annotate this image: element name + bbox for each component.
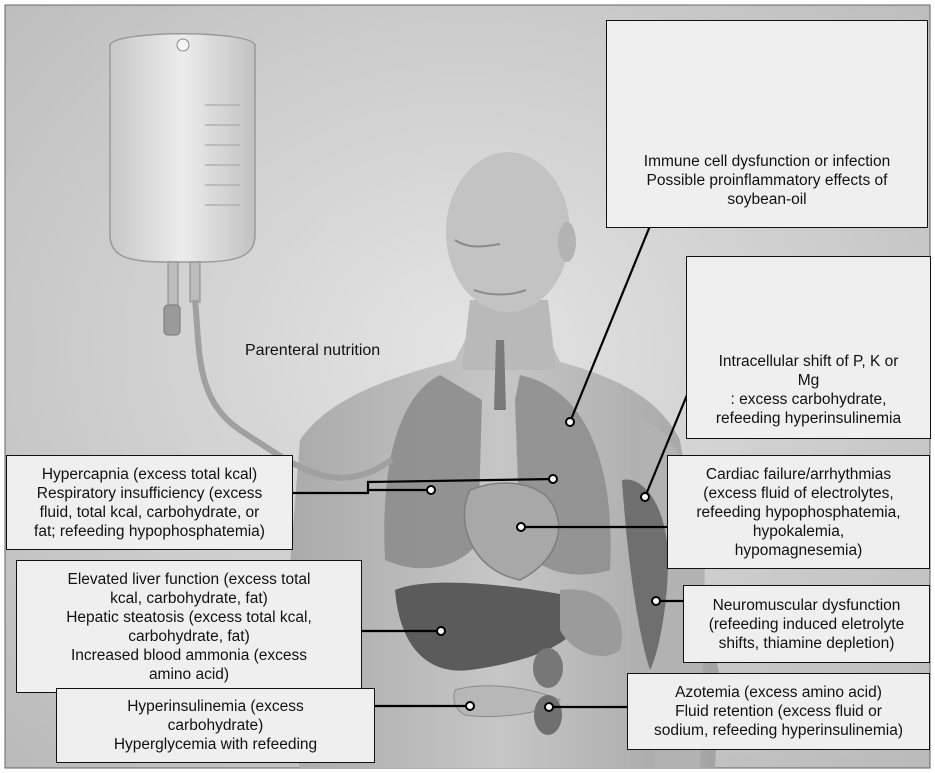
callout-line: hypomagnesemia) <box>672 541 925 560</box>
callout-line: amino acid) <box>21 665 357 684</box>
parenteral-nutrition-label: Parenteral nutrition <box>245 342 380 360</box>
callout-line: Respiratory insufficiency (excess <box>11 484 288 503</box>
callout-line: Mg <box>691 371 926 390</box>
kidney-right-shape <box>534 695 562 735</box>
callout-line: Hyperinsulinemia (excess <box>61 697 370 716</box>
callout-immune: Immune cell dysfunction or infection Pos… <box>606 20 928 228</box>
callout-line: shifts, thiamine depletion) <box>688 634 925 653</box>
callout-line: hypokalemia, <box>672 522 925 541</box>
ear-shape <box>558 222 576 262</box>
callout-line: kcal, carbohydrate, fat) <box>21 589 357 608</box>
callout-respiratory: Hypercapnia (excess total kcal) Respirat… <box>6 455 293 550</box>
iv-port-right <box>190 262 200 302</box>
callout-intracellular: Intracellular shift of P, K or Mg : exce… <box>686 256 931 439</box>
iv-cap <box>164 305 180 335</box>
callout-line: (excess fluid of electrolytes, <box>672 484 925 503</box>
callout-line: carbohydrate, fat) <box>21 627 357 646</box>
callout-line: (refeeding induced eletrolyte <box>688 615 925 634</box>
callout-line: Elevated liver function (excess total <box>21 570 357 589</box>
callout-line: Fluid retention (excess fluid or <box>632 702 925 721</box>
callout-line: Immune cell dysfunction or infection <box>611 152 923 171</box>
callout-line: carbohydrate) <box>61 716 370 735</box>
iv-bag-shape <box>110 34 255 262</box>
callout-line: Azotemia (excess amino acid) <box>632 683 925 702</box>
callout-liver: Elevated liver function (excess total kc… <box>16 560 362 693</box>
iv-port-left <box>168 262 178 310</box>
callout-neuromuscular: Neuromuscular dysfunction (refeeding ind… <box>683 585 930 663</box>
callout-line: Hyperglycemia with refeeding <box>61 735 370 754</box>
callout-line: soybean-oil <box>611 190 923 209</box>
callout-line: fat; refeeding hypophosphatemia) <box>11 522 288 541</box>
callout-line: Neuromuscular dysfunction <box>688 596 925 615</box>
callout-line: : excess carbohydrate, <box>691 390 926 409</box>
callout-line: Possible proinflammatory effects of <box>611 171 923 190</box>
iv-bag-hanger <box>177 39 189 51</box>
callout-line: Increased blood ammonia (excess <box>21 646 357 665</box>
callout-line: Hypercapnia (excess total kcal) <box>11 465 288 484</box>
callout-kidney: Azotemia (excess amino acid) Fluid reten… <box>627 673 930 750</box>
callout-line: refeeding hypophosphatemia, <box>672 503 925 522</box>
callout-line: sodium, refeeding hyperinsulinemia) <box>632 721 925 740</box>
kidney-left-shape <box>533 648 563 688</box>
callout-cardiac: Cardiac failure/arrhythmias (excess flui… <box>667 455 930 569</box>
trachea-shape <box>494 340 506 410</box>
callout-line: fluid, total kcal, carbohydrate, or <box>11 503 288 522</box>
callout-line: Cardiac failure/arrhythmias <box>672 465 925 484</box>
callout-line: Hepatic steatosis (excess total kcal, <box>21 608 357 627</box>
head-shape <box>446 152 570 312</box>
callout-pancreas: Hyperinsulinemia (excess carbohydrate) H… <box>56 688 375 763</box>
callout-line: Intracellular shift of P, K or <box>691 352 926 371</box>
callout-line: refeeding hyperinsulinemia <box>691 409 926 428</box>
